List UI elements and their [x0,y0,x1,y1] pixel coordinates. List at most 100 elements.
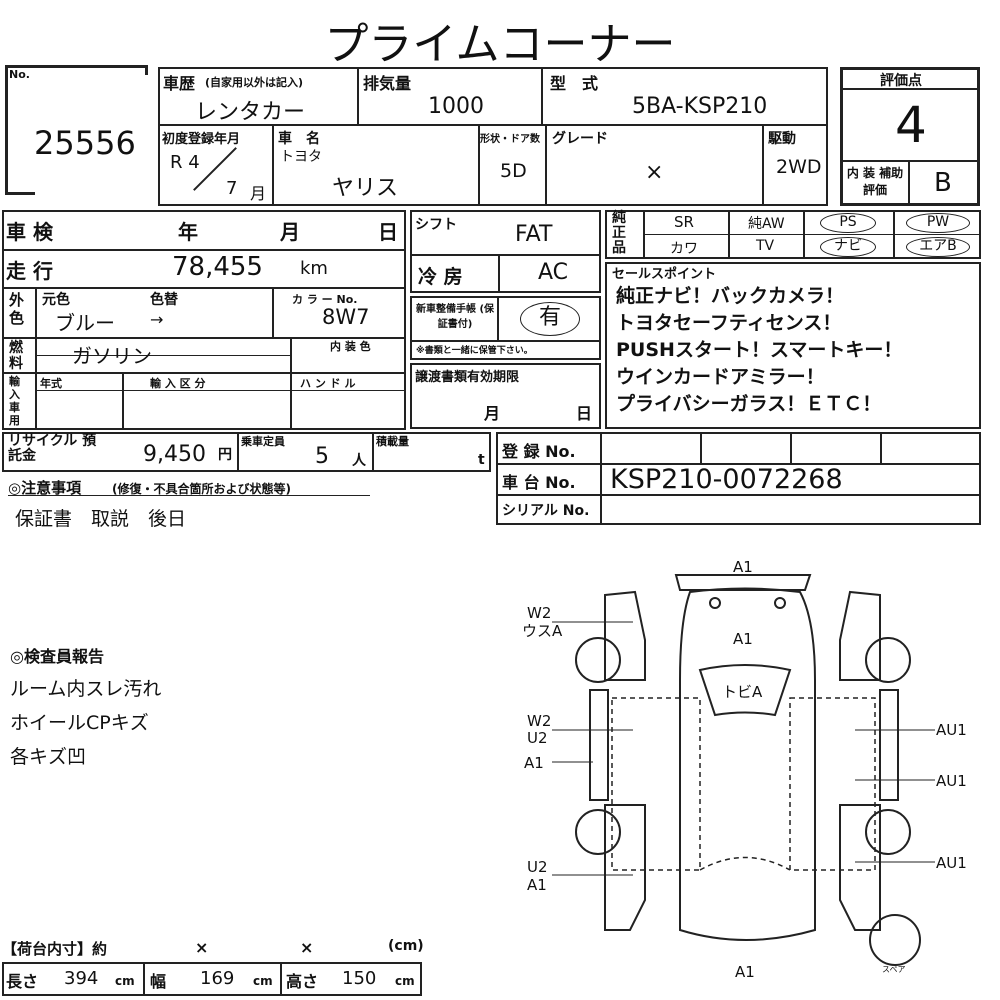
mileage-value: 78,455 [172,252,263,282]
inspection-label: 車 検 [6,220,53,244]
orig-color-value: ブルー [55,311,115,335]
first-reg-year: R 4 [170,152,200,173]
recycle-unit: 円 [218,447,232,463]
interior-color-label: 内 装 色 [330,340,371,353]
notes-sub: (修復・不具合箇所および状態等) [112,482,291,496]
equip-alloy-wheels: 純AW [748,216,785,232]
chassis-no-label: 車 台 No. [502,473,576,492]
handle-label: ハ ン ド ル [300,377,356,390]
cargo-height-label: 高さ [286,972,319,991]
diagram-spare: スペア [882,965,905,974]
mileage-unit: km [300,258,328,279]
color-code-label: カ ラ ー No. [292,293,358,306]
chassis-no-value: KSP210-0072268 [610,464,843,495]
car-maker: トヨタ [280,149,322,165]
model-label: 型 式 [550,74,599,93]
orig-color-label: 元色 [42,292,70,308]
capacity-value: 5 [315,444,329,469]
exterior-color-label: 外色 [9,291,25,327]
displacement-value: 1000 [428,94,484,119]
diagram-front-left-2: ウスA [522,622,563,640]
diagram-rear-left-2: A1 [527,876,547,894]
diagram-left-door-1: W2 [527,712,551,730]
shift-label: シフト [415,217,457,233]
drive-label: 駆動 [768,131,796,147]
load-label: 積載量 [376,435,409,448]
cargo-width: 169 [200,968,235,989]
diagram-bottom: A1 [735,963,755,981]
sales-point-line: PUSHスタート！スマートキー！ [616,339,903,361]
cargo-height: 150 [342,968,377,989]
equip-sr: SR [674,213,694,231]
cargo-width-unit: cm [253,974,273,988]
import-label: 輸入車用 [9,375,20,427]
cargo-length-label: 長さ [6,972,39,991]
sales-point-line: トヨタセーフティセンス！ [616,312,842,334]
car-name-label: 車 名 [278,131,320,147]
shift-value: FAT [515,222,553,247]
import-class-label: 輸 入 区 分 [150,377,206,390]
inspector-line: ホイールCPキズ [10,712,149,734]
history-value: レンタカー [195,100,306,125]
lot-number-box [5,65,148,195]
grade-value: × [645,160,664,185]
inspector-label: ◎検査員報告 [10,647,104,666]
equipment-label: 純正品 [612,210,626,256]
model-value: 5BA-KSP210 [632,94,768,119]
first-reg-label: 初度登録年月 [162,132,241,147]
serial-no-label: シリアル No. [502,503,590,519]
load-unit: t [478,452,485,468]
diagram-hood: A1 [733,630,753,648]
equip-tv: TV [756,238,775,254]
sales-point-line: ウインカードアミラー！ [616,366,825,388]
diagram-left-sill: A1 [524,754,544,772]
sales-point-line: 純正ナビ！バックカメラ！ [616,285,845,307]
notes-value: 保証書 取説 後日 [15,508,187,530]
inspector-line: 各キズ凹 [10,746,87,768]
lot-number: 25556 [34,124,136,162]
interior-score-value: B [934,168,952,198]
cargo-x1: × [195,938,209,957]
notes-label: ◎注意事項 [8,479,82,497]
score-label: 評価点 [880,73,922,89]
cargo-x2: × [300,938,314,957]
inspector-list: ルーム内スレ汚れ ホイールCPキズ 各キズ凹 [10,672,161,774]
sales-point-label: セールスポイント [612,267,717,282]
inspection-month: 月 [280,220,300,244]
sales-point-list: 純正ナビ！バックカメラ！ トヨタセーフティセンス！ PUSHスタート！スマートキ… [616,283,902,418]
diagram-left-door-2: U2 [527,729,548,747]
transfer-day: 日 [576,404,593,423]
score-value: 4 [895,96,927,154]
diagram-top: A1 [733,558,753,576]
cargo-length: 394 [64,968,99,989]
equip-airbag: エアB [906,237,970,257]
cargo-length-unit: cm [115,974,135,988]
equip-navi: ナビ [820,237,876,257]
manual-value: 有 [520,302,580,336]
sales-point-line: プライバシーガラス！ＥＴＣ！ [616,393,882,415]
grade-label: グレード [552,131,608,147]
color-change-label: 色替 [150,292,178,308]
color-arrow: → [150,310,164,329]
cargo-height-unit: cm [395,974,415,988]
cargo-width-label: 幅 [150,972,167,991]
mileage-label: 走 行 [6,259,53,283]
diagram-right-1: AU1 [936,721,967,739]
diagram-right-3: AU1 [936,854,967,872]
fuel-value: ガソリン [72,344,152,368]
inspector-line: ルーム内スレ汚れ [10,678,162,700]
drive-value: 2WD [776,156,822,178]
equip-ps: PS [820,213,876,233]
first-reg-month-unit: 月 [250,184,267,203]
fuel-label: 燃料 [9,340,23,372]
equip-pw: PW [906,213,970,233]
first-reg-month: 7 [226,178,238,199]
color-code-value: 8W7 [322,305,370,329]
recycle-value: 9,450 [143,442,206,467]
equip-leather: カワ [670,241,698,257]
capacity-unit: 人 [352,453,366,469]
recycle-label: リサイクル 預託金 [8,433,97,464]
cargo-label: 【荷台内寸】約 [2,940,108,958]
inspection-year: 年 [178,220,198,244]
